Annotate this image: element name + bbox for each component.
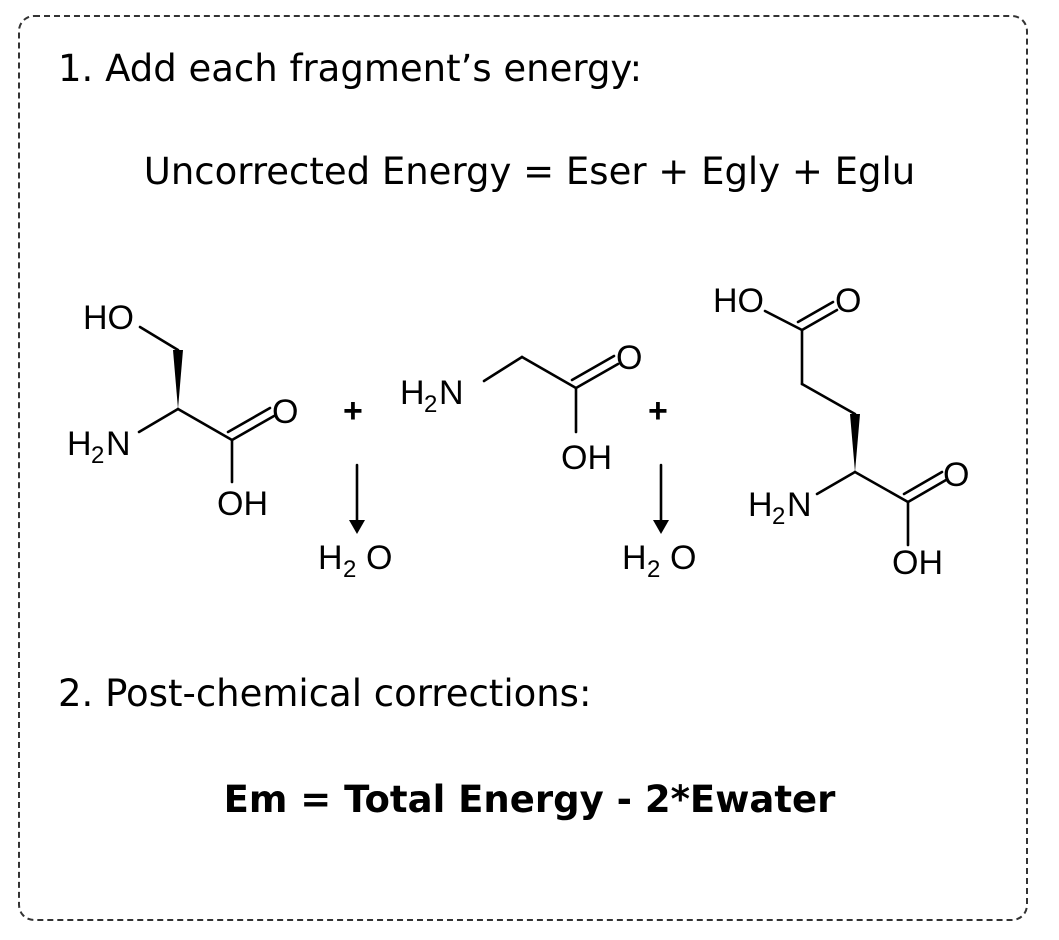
glutamate-ho-label: HO: [713, 282, 764, 320]
glutamate-side-o-label: O: [835, 282, 861, 320]
svg-text:H: H: [622, 539, 647, 577]
serine-h-label: H: [67, 425, 92, 463]
serine-ho-label: HO: [83, 299, 134, 337]
glutamate-sub2-label: 2: [772, 503, 785, 530]
serine-structure: [137, 325, 276, 484]
glutamate-o-label: O: [943, 456, 969, 494]
glycine-oh-label: OH: [561, 439, 612, 477]
serine-n-label: N: [106, 425, 131, 463]
glycine-h-label: H: [400, 374, 425, 412]
corrected-energy-equation: Em = Total Energy - 2*Ewater: [223, 778, 836, 821]
svg-text:O: O: [670, 539, 696, 577]
step-2-label: 2. Post-chemical corrections:: [58, 672, 592, 715]
glycine-structure: [482, 354, 620, 434]
serine-o-label: O: [272, 393, 298, 431]
svg-text:2: 2: [343, 556, 356, 583]
plus-sign-1: +: [343, 392, 363, 430]
water-label-2: H 2 O: [622, 539, 696, 583]
glutamate-structure: [763, 300, 948, 547]
water-label-1: H 2 O: [318, 539, 392, 583]
glutamate-wedge-bond: [850, 414, 860, 472]
glutamate-oh-label: OH: [892, 544, 943, 582]
glutamate-n-label: N: [787, 486, 812, 524]
svg-text:O: O: [366, 539, 392, 577]
glycine-sub2-label: 2: [424, 391, 437, 418]
glycine-n-label: N: [439, 374, 464, 412]
plus-sign-2: +: [648, 392, 668, 430]
svg-text:H: H: [318, 539, 343, 577]
svg-text:2: 2: [647, 556, 660, 583]
arrowhead-1: [349, 520, 365, 534]
serine-oh-label: OH: [217, 485, 268, 523]
uncorrected-energy-equation: Uncorrected Energy = Eser + Egly + Eglu: [143, 150, 916, 193]
serine-sub2-label: 2: [91, 442, 104, 469]
arrowhead-2: [653, 520, 669, 534]
glutamate-h-label: H: [748, 486, 773, 524]
serine-wedge-bond: [173, 350, 183, 409]
step-1-label: 1. Add each fragment’s energy:: [58, 47, 643, 90]
dashed-frame: [18, 15, 1028, 921]
glycine-o-label: O: [616, 339, 642, 377]
